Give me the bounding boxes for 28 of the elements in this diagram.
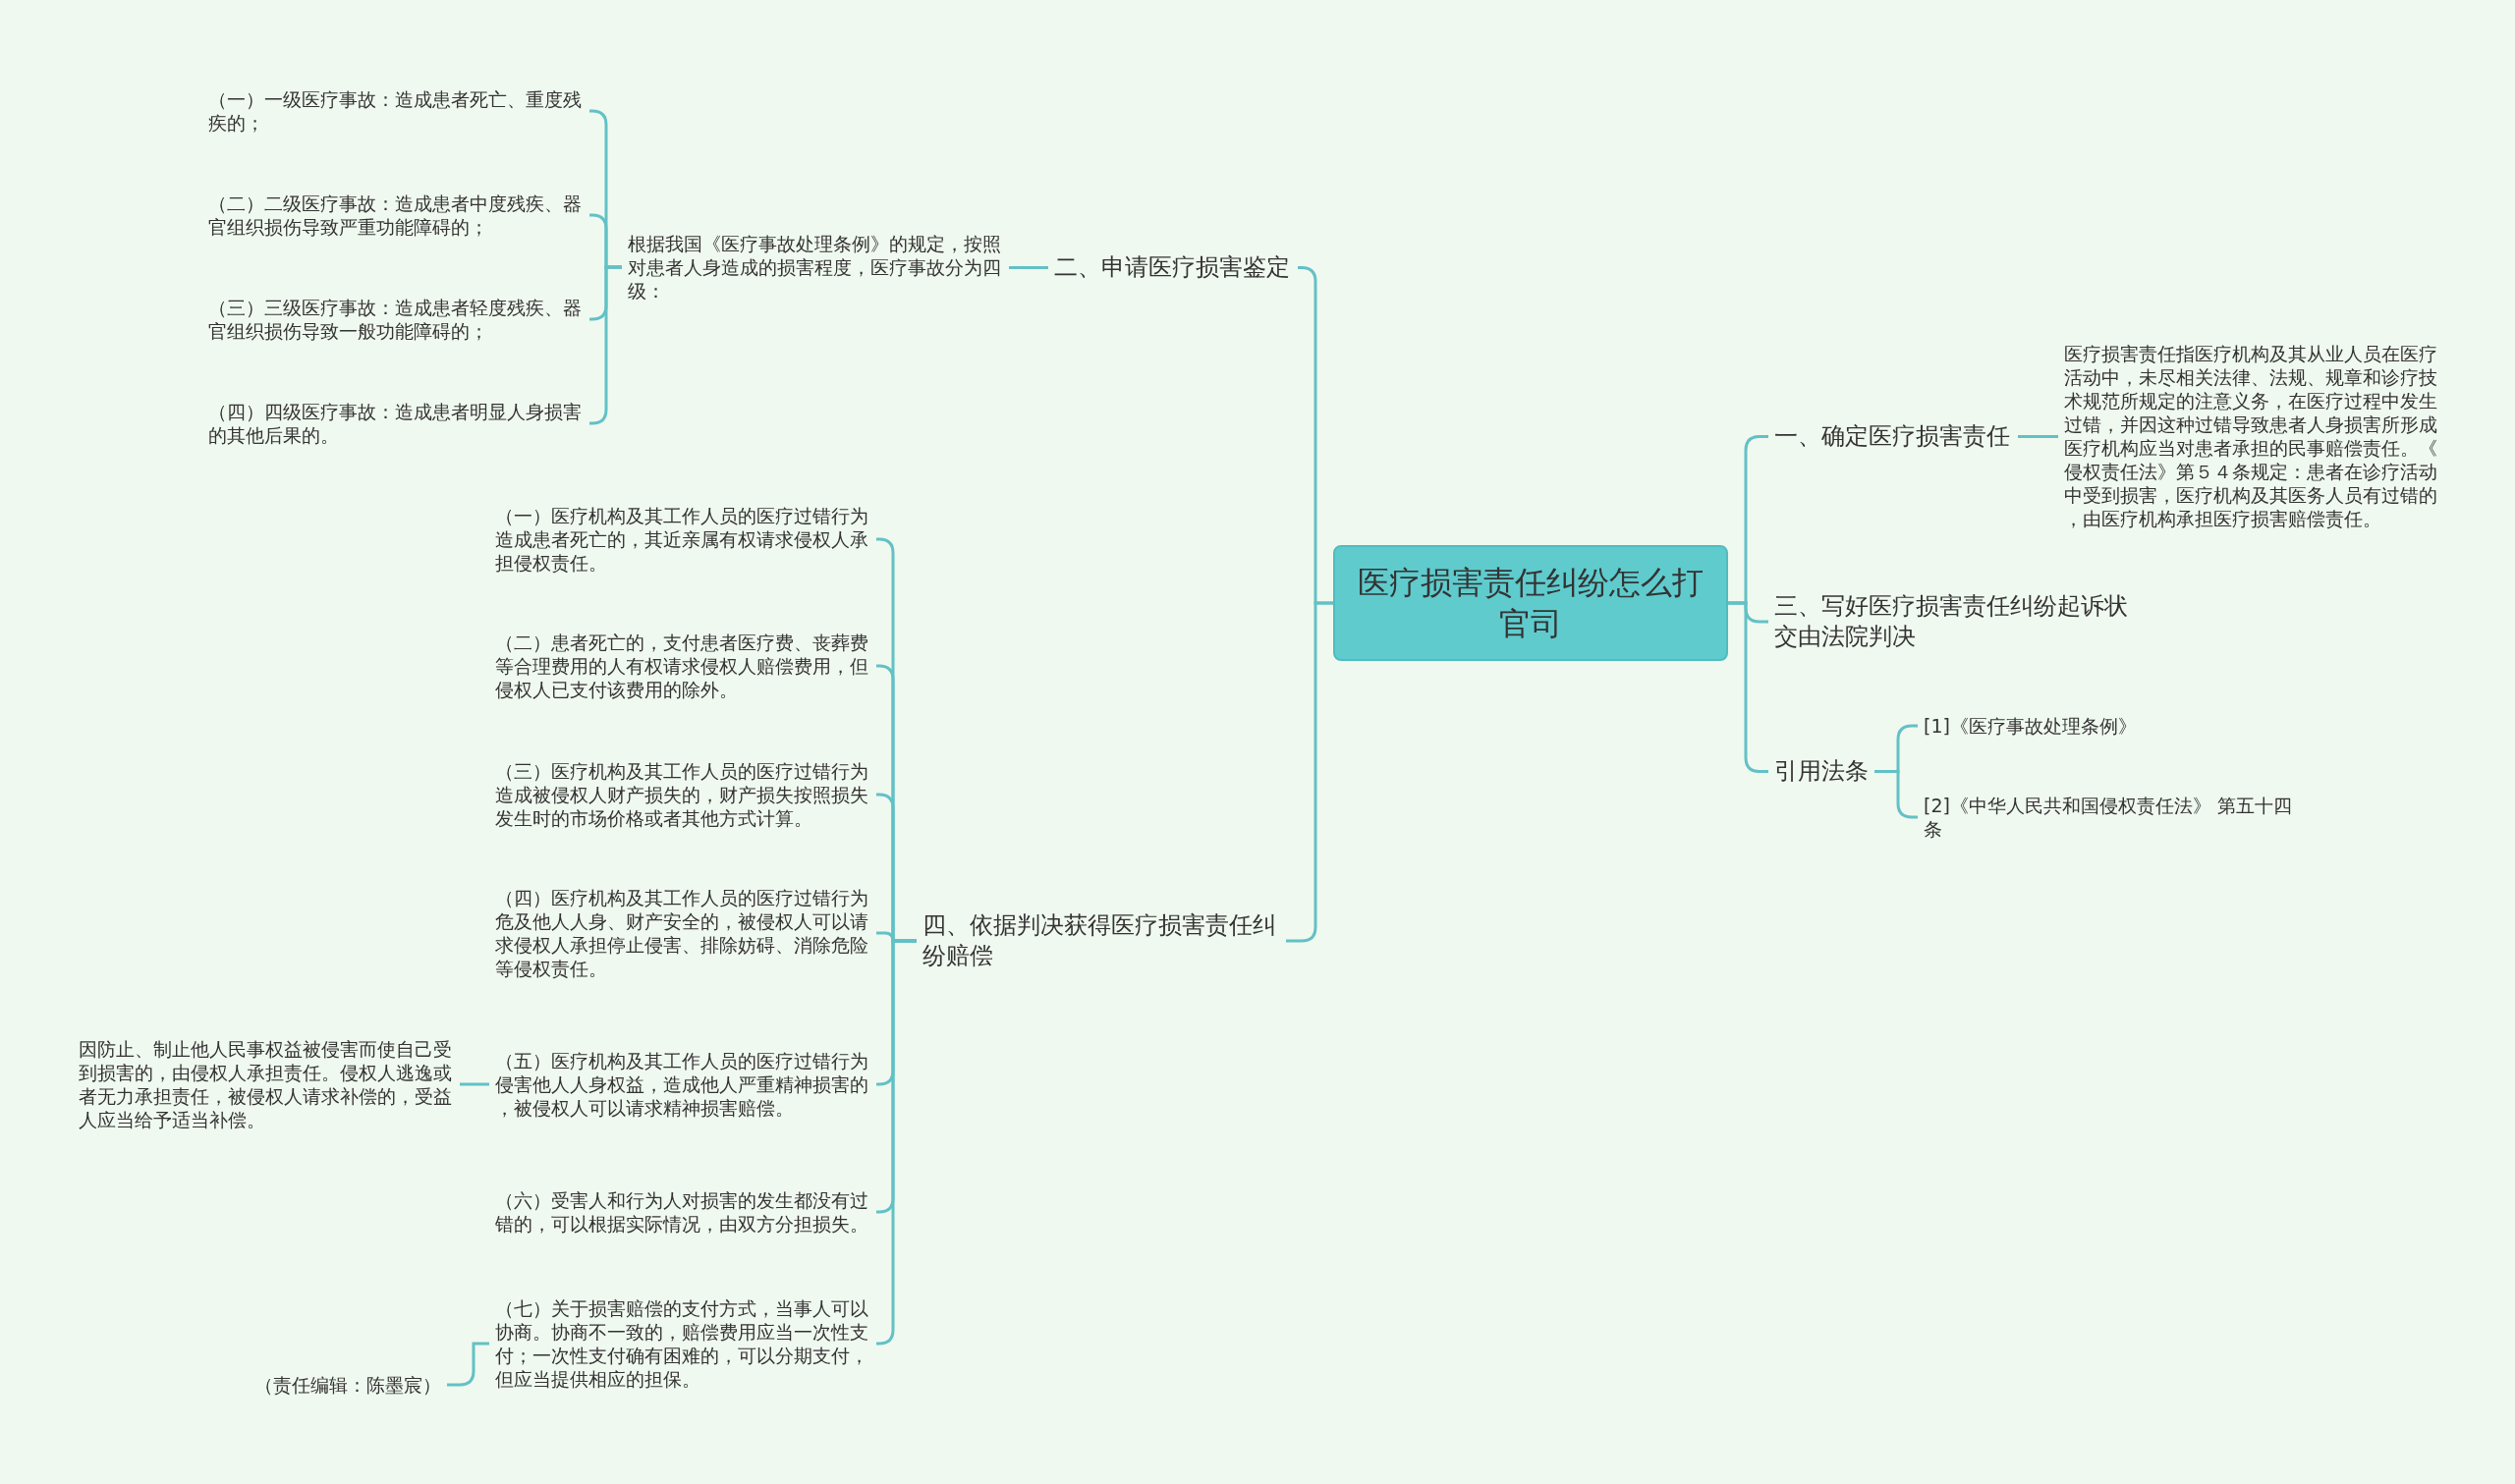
connector-line — [460, 1082, 489, 1086]
detail-text: （五）医疗机构及其工作人员的医疗过错行为侵害他人人身权益，造成他人严重精神损害的，被侵权人可以请求精神损害赔偿。 — [489, 1045, 876, 1124]
central-topic-box: 医疗损害责任纠纷怎么打官司 — [1333, 545, 1728, 661]
reference-text: [1]《医疗事故处理条例》 — [1918, 710, 2143, 742]
branch-title: 三、写好医疗损害责任纠纷起诉状交由法院判决 — [1768, 587, 2138, 656]
connector-line — [447, 1342, 489, 1387]
detail-text: （六）受害人和行为人对损害的发生都没有过错的，可以根据实际情况，由双方分担损失。 — [489, 1184, 876, 1239]
detail-text: 因防止、制止他人民事权益被侵害而使自己受到损害的，由侵权人承担责任。侵权人逃逸或者无力承担责任，被侵权人请求补偿的，受益人应当给予适当补偿。 — [73, 1033, 460, 1135]
detail-text: （一）一级医疗事故：造成患者死亡、重度残疾的； — [202, 83, 589, 138]
connector-line — [2018, 435, 2058, 438]
editor-note: （责任编辑：陈墨宸） — [249, 1369, 447, 1401]
reference-text: [2]《中华人民共和国侵权责任法》 第五十四条 — [1918, 790, 2305, 845]
branch-title: 四、依据判决获得医疗损害责任纠纷赔偿 — [917, 907, 1286, 975]
detail-text: （三）医疗机构及其工作人员的医疗过错行为造成被侵权人财产损失的，财产损失按照损失发生时的市场价格或者其他方式计算。 — [489, 755, 876, 834]
detail-text: （一）医疗机构及其工作人员的医疗过错行为造成患者死亡的，其近亲属有权请求侵权人承担侵权责任。 — [489, 500, 876, 578]
detail-text: （二）二级医疗事故：造成患者中度残疾、器官组织损伤导致严重功能障碍的； — [202, 188, 589, 243]
detail-text: （七）关于损害赔偿的支付方式，当事人可以协商。协商不一致的，赔偿费用应当一次性支付；一次性支付确有困难的，可以分期支付，但应当提供相应的担保。 — [489, 1292, 876, 1395]
detail-text: （四）医疗机构及其工作人员的医疗过错行为危及他人人身、财产安全的，被侵权人可以请求侵权人承担停止侵害、排除妨碍、消除危险等侵权责任。 — [489, 882, 876, 984]
connector-line — [1009, 266, 1048, 269]
detail-text: （三）三级医疗事故：造成患者轻度残疾、器官组织损伤导致一般功能障碍的； — [202, 292, 589, 347]
detail-text: 医疗损害责任指医疗机构及其从业人员在医疗活动中，未尽相关法律、法规、规章和诊疗技术规范所规定的注意义务，在医疗过程中发生过错，并因这种过错导致患者人身损害所形成医疗机构应当对患者承担的民事赔偿责任。《侵权责任法》第５４条规定：患者在诊疗活动中受到损害，医疗机构及其医务人员有过错的，由医疗机构承担医疗损害赔偿责任。 — [2058, 338, 2445, 534]
branch-title: 一、确定医疗损害责任 — [1768, 417, 2018, 456]
detail-text: 根据我国《医疗事故处理条例》的规定，按照对患者人身造成的损害程度，医疗事故分为四级： — [622, 228, 1009, 306]
detail-text: （二）患者死亡的，支付患者医疗费、丧葬费等合理费用的人有权请求侵权人赔偿费用，但侵权人已支付该费用的除外。 — [489, 627, 876, 705]
branch-title: 引用法条 — [1768, 752, 1874, 791]
detail-text: （四）四级医疗事故：造成患者明显人身损害的其他后果的。 — [202, 396, 589, 451]
branch-title: 二、申请医疗损害鉴定 — [1048, 248, 1298, 287]
connector-line — [1874, 770, 1918, 819]
